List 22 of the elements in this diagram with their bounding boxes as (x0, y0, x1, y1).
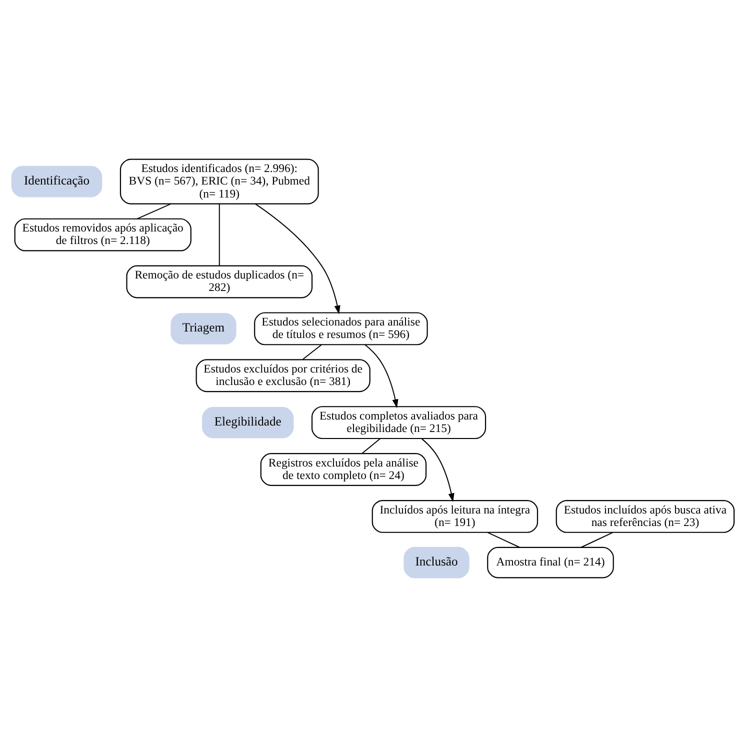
node-box: Amostra final (n= 214) (487, 546, 614, 578)
node-box: Estudos incluídos após busca ativa nas referências (n= 23) (556, 499, 735, 532)
arrow (364, 344, 398, 408)
connector (580, 532, 614, 548)
arrow (422, 438, 454, 502)
node-box: Registros excluídos pela análise de texto completo (n= 24) (260, 452, 427, 486)
node-box: Estudos completos avaliados para elegibilidade (n= 215) (311, 406, 486, 439)
node-box: Inclusão (404, 546, 470, 578)
node-box: Estudos selecionados para análise de títulos e resumos (n= 596) (254, 312, 428, 345)
node-box: Estudos removidos após aplicação de filtros (n= 2.118) (14, 218, 192, 251)
connector (218, 204, 220, 266)
node-box: Remoção de estudos duplicados (n= 282) (126, 264, 313, 298)
arrow (254, 202, 340, 314)
node-box: Triagem (170, 312, 236, 344)
node-box: Elegibilidade (202, 406, 294, 438)
node-box: Incluídos após leitura na íntegra (n= 191) (372, 499, 538, 532)
node-box: Estudos excluídos por critérios de inclusão e exclusão (n= 381) (196, 358, 370, 392)
node-box: Estudos identificados (n= 2.996): BVS (n= 567), ERIC (n= 34), Pubmed (n= 119) (120, 158, 319, 204)
connector (362, 438, 380, 454)
connector (302, 344, 322, 360)
node-box: Identificação (11, 165, 102, 197)
connector (487, 532, 520, 548)
